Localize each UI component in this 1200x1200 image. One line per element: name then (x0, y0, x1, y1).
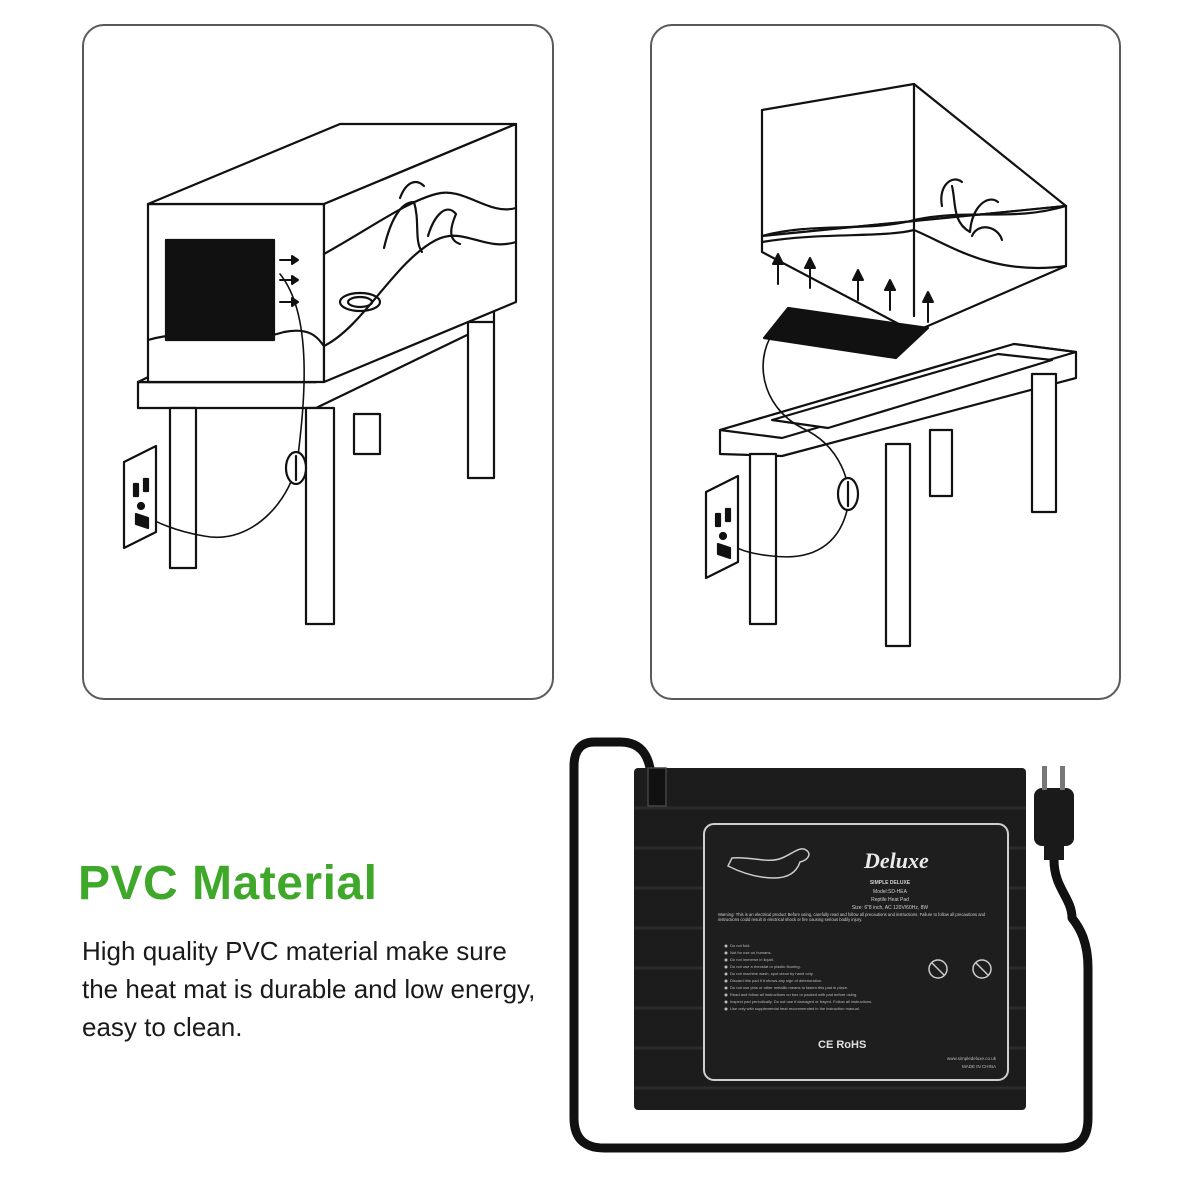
caution-item: Do not immerse in liquid. (730, 957, 774, 962)
caution-item: Discard this pad if it shows any sign of… (730, 978, 822, 983)
terrarium-under-icon (704, 82, 1078, 648)
caution-item: Do not machine wash, spot clean by hand … (730, 971, 814, 976)
label-brand: Deluxe (863, 848, 929, 873)
no-cut-icon (928, 959, 948, 979)
caution-item: Do not fold. (730, 943, 750, 948)
label-certifications: CE RoHS (818, 1039, 866, 1051)
label-tagline: SIMPLE DELUXE (870, 880, 911, 886)
caution-item: Use only with supplemental heat recommen… (730, 1006, 860, 1011)
lizard-icon (726, 848, 810, 879)
heat-mat-icon: Deluxe SIMPLE DELUXE Model:SD-HEA Reptil… (569, 737, 1093, 1153)
terrarium-under-mount-panel (650, 24, 1121, 700)
caution-item: Do not use a rheostat or plastic floorin… (730, 964, 801, 969)
label-product: Reptile Heat Pad (871, 897, 909, 903)
caution-item: Read and follow all instructions on box … (730, 992, 857, 997)
caution-item: Not for use on humans. (730, 950, 772, 955)
caution-item: Do not use pins or other metallic means … (730, 985, 848, 990)
label-website: www.simpledeluxe.co.uk (947, 1056, 997, 1061)
label-origin: MADE IN CHINA (962, 1064, 996, 1069)
feature-heading: PVC Material (78, 857, 378, 910)
no-fold-icon (972, 959, 992, 979)
terrarium-side-mount-panel (82, 24, 554, 700)
feature-description: High quality PVC material make sure the … (82, 936, 536, 1042)
terrarium-heat-icon (122, 122, 518, 626)
caution-item: Inspect pad periodically. Do not use if … (730, 999, 872, 1004)
heat-mat-product: Deluxe SIMPLE DELUXE Model:SD-HEA Reptil… (560, 728, 1120, 1173)
label-warning: Warning: This is an electrical product B… (718, 912, 986, 922)
label-model: Model:SD-HEA (873, 889, 908, 895)
label-size: Size: 6"8 inch, AC 120V/60Hz, 8W (852, 905, 929, 911)
